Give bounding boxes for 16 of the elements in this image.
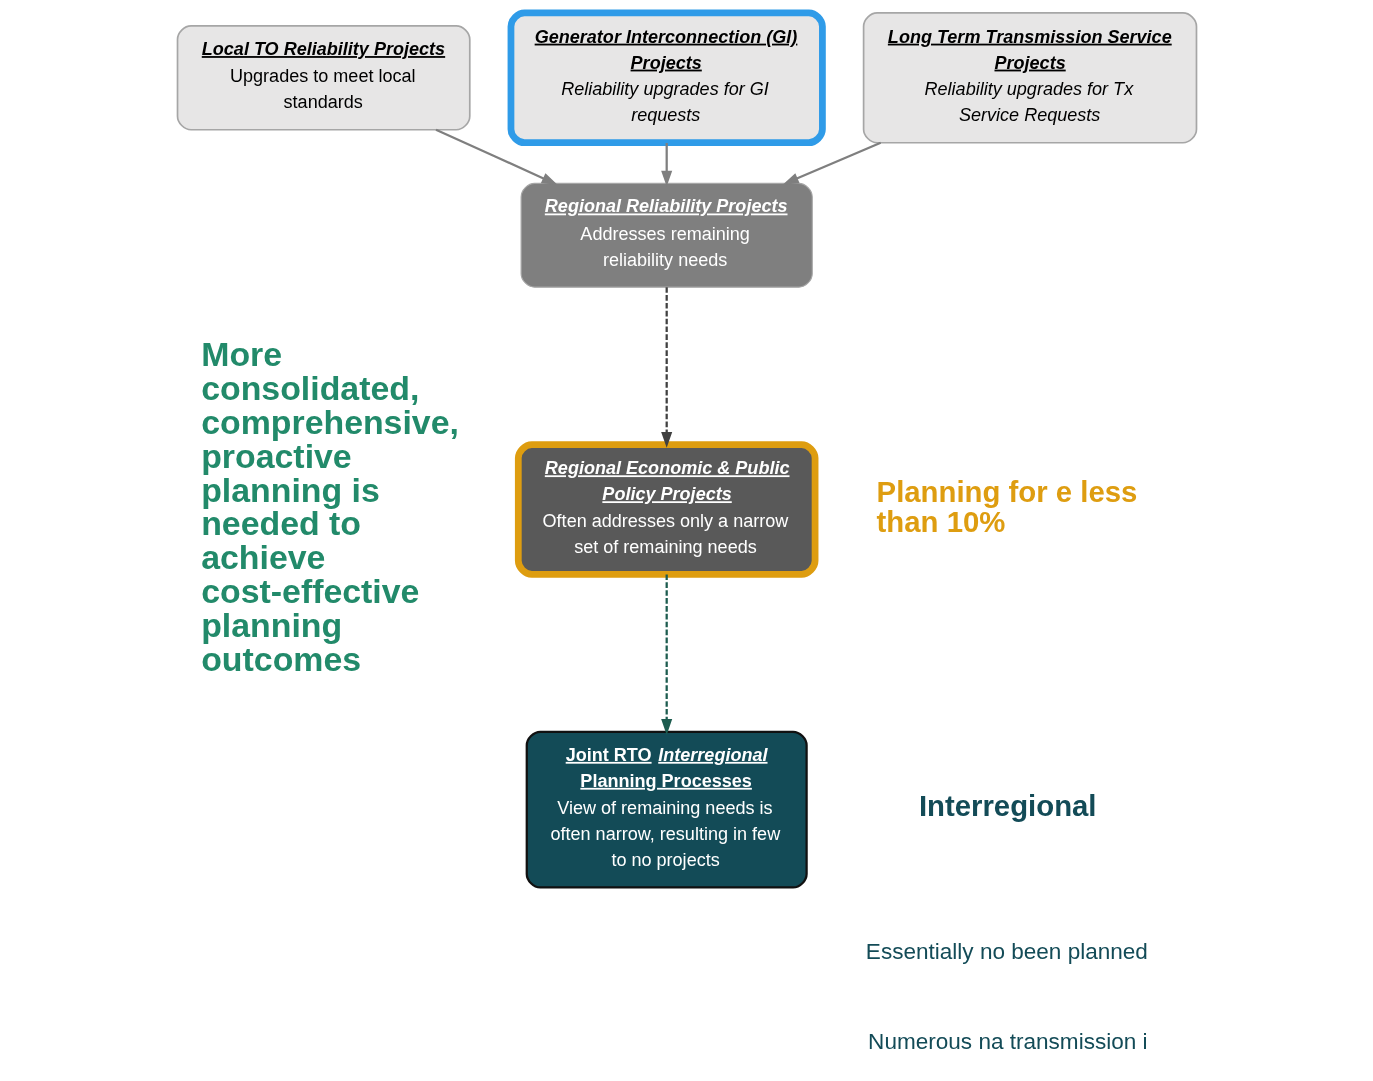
node-box: Regional Reliability Projects Addresses remaining reliability needs — [520, 182, 813, 288]
label: Numerous na transmission i — [867, 1028, 1148, 1054]
node-box: Long Term Transmission Service Projects Reliability upgrades for Tx Service Requests — [862, 12, 1197, 144]
node-box: Generator Interconnection (GI) Projects Reliability upgrades for GI requests — [507, 9, 826, 147]
node-box: Local TO Reliability Projects Upgrades to meet local standards — [176, 25, 471, 131]
arrow — [782, 141, 881, 185]
node-box: Joint RTO Interregional Planning Processes View of remaining needs is often narrow, resulting in few to no projects — [525, 730, 808, 889]
label: Essentially no been planned — [865, 938, 1148, 964]
label: Planning for e less than 10% — [876, 475, 1137, 538]
label: More consolidated, comprehensive, proactive planning is needed to achieve cost-effective planning outcomes — [200, 335, 459, 678]
arrow — [660, 143, 672, 187]
label: Interregional — [918, 788, 1097, 822]
node-box: Regional Economic & Public Policy Projects Often addresses only a narrow set of remaining needs — [514, 441, 818, 578]
arrow — [660, 287, 672, 448]
arrow — [660, 574, 672, 735]
arrow — [435, 128, 558, 185]
